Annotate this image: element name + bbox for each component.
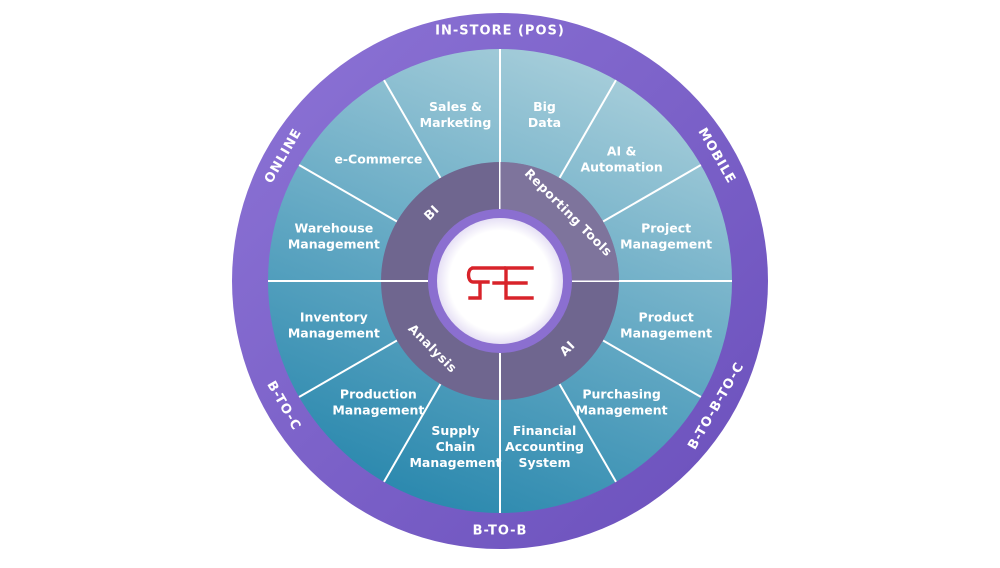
re-logo-icon [466, 266, 534, 300]
segment-divider [298, 164, 398, 223]
segment-divider [602, 339, 702, 398]
outer-channel-label: B-TO-B [473, 524, 528, 539]
segment-divider [383, 383, 442, 483]
segment-label: e-Commerce [334, 151, 422, 166]
segment-divider [298, 339, 398, 398]
center-disc [437, 218, 563, 344]
inner-section-highlight [500, 162, 619, 281]
segment-divider [558, 383, 617, 483]
segment-divider [602, 164, 702, 223]
segment-divider [383, 79, 442, 179]
segment-label: AI &Automation [580, 143, 662, 174]
segment-label: Sales &Marketing [420, 99, 492, 130]
segment-divider [558, 79, 617, 179]
outer-channel-label: IN-STORE (POS) [435, 24, 565, 39]
